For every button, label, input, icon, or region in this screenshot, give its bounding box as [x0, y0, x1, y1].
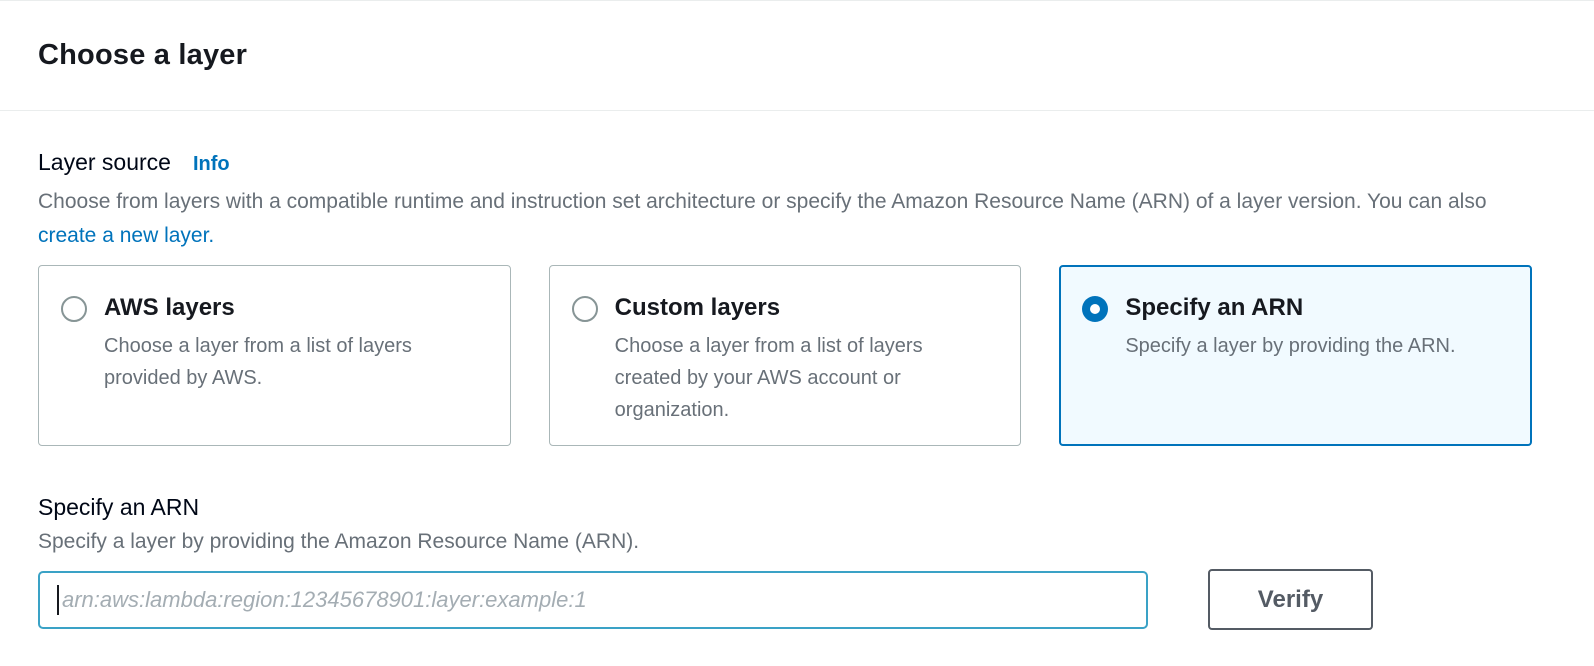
radio-card-custom-layers[interactable]: Custom layers Choose a layer from a list…	[548, 265, 1022, 446]
panel-header: Choose a layer	[0, 1, 1594, 111]
arn-input-row: Verify	[38, 569, 1556, 630]
radio-unchecked-icon[interactable]	[61, 296, 87, 322]
arn-input-wrap	[38, 570, 1148, 629]
specify-arn-description: Specify a layer by providing the Amazon …	[38, 530, 640, 553]
layer-source-options: AWS layers Choose a layer from a list of…	[38, 265, 1533, 446]
specify-arn-section: Specify an ARN Specify a layer by provid…	[38, 494, 1556, 630]
panel-body: Layer source Info Choose from layers wit…	[0, 111, 1594, 630]
layer-source-description: Choose from layers with a compatible run…	[38, 185, 1508, 253]
text-caret	[57, 584, 59, 615]
option-description: Choose a layer from a list of layers cre…	[614, 335, 923, 421]
option-description: Choose a layer from a list of layers pro…	[104, 335, 412, 389]
radio-card-aws-layers[interactable]: AWS layers Choose a layer from a list of…	[38, 265, 511, 446]
layer-source-description-text: Choose from layers with a compatible run…	[38, 190, 1487, 213]
radio-card-specify-an-arn[interactable]: Specify an ARN Specify a layer by provid…	[1059, 265, 1533, 446]
create-new-layer-link[interactable]: create a new layer.	[38, 224, 215, 247]
specify-arn-label: Specify an ARN	[38, 494, 200, 520]
verify-button[interactable]: Verify	[1208, 569, 1373, 630]
layer-source-label: Layer source	[38, 149, 171, 175]
page-title: Choose a layer	[38, 39, 248, 71]
option-title: Specify an ARN	[1125, 294, 1304, 321]
option-description: Specify a layer by providing the ARN.	[1125, 335, 1456, 357]
radio-checked-icon[interactable]	[1082, 296, 1109, 322]
option-title: Custom layers	[614, 294, 781, 321]
radio-unchecked-icon[interactable]	[571, 296, 598, 322]
arn-input[interactable]	[38, 570, 1148, 629]
option-title: AWS layers	[104, 294, 235, 321]
layer-source-label-row: Layer source Info	[38, 149, 1556, 176]
info-link[interactable]: Info	[192, 153, 230, 175]
